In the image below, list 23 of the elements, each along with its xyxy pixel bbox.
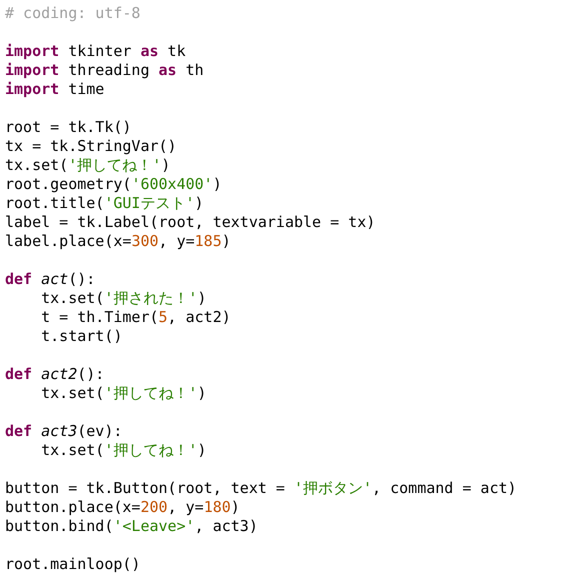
code-line: import threading as th <box>5 61 204 80</box>
code-line: button = tk.Button(root, text = '押ボタン', command = act) <box>5 479 517 498</box>
code-line: button.bind('<Leave>', act3) <box>5 517 258 536</box>
code-line: def act3(ev): <box>5 422 122 441</box>
code-line: tx = tk.StringVar() <box>5 137 177 156</box>
code-line: import time <box>5 80 104 99</box>
code-line: root.geometry('600x400') <box>5 175 222 194</box>
code-line: root = tk.Tk() <box>5 118 132 137</box>
code-line: t.start() <box>41 327 122 346</box>
code-line: tx.set('押してね！') <box>41 441 206 460</box>
code-line: t = th.Timer(5, act2) <box>41 308 231 327</box>
code-line: import tkinter as tk <box>5 42 186 61</box>
code-line: label = tk.Label(root, textvariable = tx) <box>5 213 376 232</box>
code-line: tx.set('押してね！') <box>5 156 170 175</box>
code-line: label.place(x=300, y=185) <box>5 232 231 251</box>
code-line: def act2(): <box>5 365 104 384</box>
code-line: button.place(x=200, y=180) <box>5 498 240 517</box>
code-line: tx.set('押してね！') <box>41 384 206 403</box>
code-line: tx.set('押された！') <box>41 289 206 308</box>
code-line: root.mainloop() <box>5 555 140 574</box>
code-line: root.title('GUIテスト') <box>5 194 204 213</box>
code-line: def act(): <box>5 270 96 289</box>
code-line: # coding: utf-8 <box>5 4 140 23</box>
